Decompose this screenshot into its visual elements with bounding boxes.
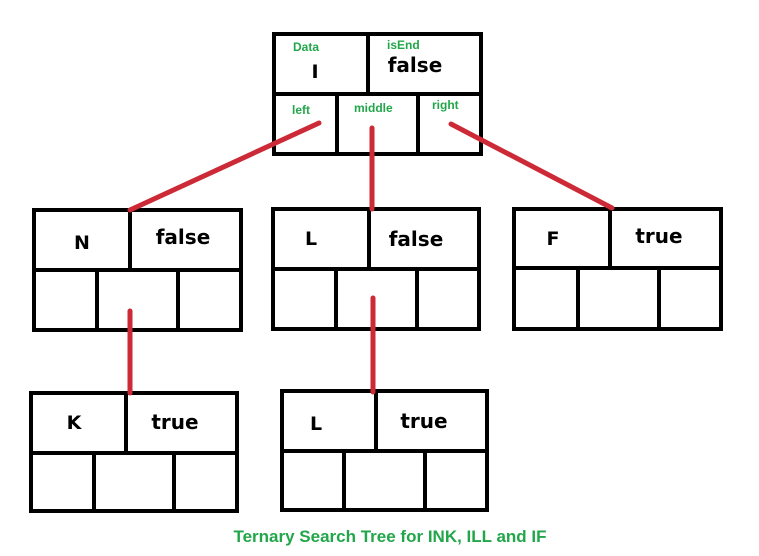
- node-root-isend: false: [388, 53, 443, 77]
- node-k-char: K: [67, 412, 83, 434]
- annotation-right: right: [432, 98, 459, 112]
- node-f: F true: [512, 207, 723, 331]
- node-root-char: I: [311, 61, 318, 83]
- annotation-left: left: [292, 103, 310, 117]
- node-n-char: N: [74, 232, 90, 254]
- diagram-caption: Ternary Search Tree for INK, ILL and IF: [233, 527, 546, 546]
- annotation-isend: isEnd: [387, 38, 420, 52]
- annotation-data: Data: [293, 40, 319, 54]
- node-l2-char: L: [310, 413, 322, 435]
- edge-root-left-to-n: [127, 120, 322, 213]
- node-k: K true: [29, 391, 239, 513]
- node-l1-isend: false: [389, 227, 444, 251]
- edge-root-right-to-f: [448, 121, 615, 211]
- node-l1-char: L: [305, 228, 317, 250]
- node-f-isend: true: [635, 224, 682, 248]
- node-l1: L false: [271, 207, 481, 331]
- node-n-isend: false: [156, 225, 211, 249]
- node-f-char: F: [547, 228, 560, 250]
- node-l2: L true: [280, 389, 489, 512]
- node-l2-isend: true: [400, 409, 447, 433]
- node-k-isend: true: [151, 410, 198, 434]
- annotation-middle: middle: [354, 101, 393, 115]
- node-root: Data isEnd I false left middle right: [272, 32, 483, 156]
- node-n: N false: [32, 208, 243, 332]
